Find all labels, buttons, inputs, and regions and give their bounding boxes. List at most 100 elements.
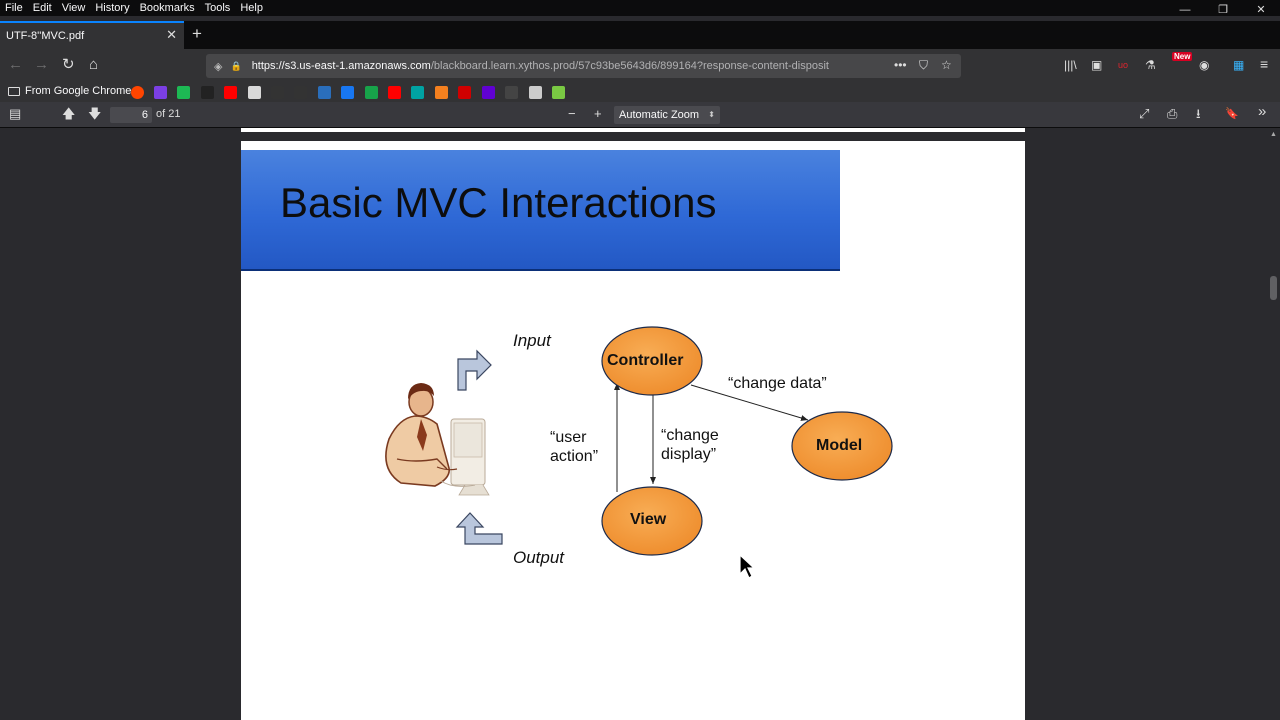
nav-bar: ← → ↻ ⌂ ◈ 🔒 https://s3.us-east-1.amazona… [0,49,1280,83]
page-count: of 21 [156,108,181,120]
tools-menu-icon[interactable]: » [1258,103,1267,120]
extension-grid-icon[interactable]: ▦ [1233,58,1245,72]
minimize-button[interactable]: — [1179,4,1191,16]
next-page-icon[interactable]: 🡇 [88,106,102,121]
news-icon[interactable] [458,86,471,99]
zoom-out-button[interactable]: − [568,106,576,121]
reload-button[interactable]: ↻ [62,56,75,73]
menu-file[interactable]: File [5,2,23,14]
hamburger-menu-icon[interactable]: ≡ [1260,56,1269,72]
url-bar[interactable]: ◈ 🔒 https://s3.us-east-1.amazonaws.com/b… [206,54,961,78]
play-icon[interactable] [365,86,378,99]
view-node [601,486,703,556]
url-host: https://s3.us-east-1.amazonaws.com [251,60,431,72]
chart-icon[interactable] [505,86,518,99]
bookmark-star-icon[interactable]: ☆ [941,58,952,72]
back-button[interactable]: ← [8,56,23,73]
yahoo-icon[interactable] [482,86,495,99]
input-label: Input [513,331,551,350]
menu-bar: File Edit View History Bookmarks Tools H… [0,0,1280,16]
bookmark-folder-label: From Google Chrome [25,85,132,97]
print-icon[interactable]: ⎙ [1167,106,1178,121]
bookmark-icon[interactable] [271,86,284,99]
change-data-label: “change data” [728,375,827,392]
home-button[interactable]: ⌂ [89,56,99,73]
menu-bookmarks[interactable]: Bookmarks [139,2,195,14]
user-action-label-line2: action” [550,448,599,465]
account-icon[interactable]: ◉ [1199,58,1210,72]
globe-icon[interactable] [318,86,331,99]
pocket-icon[interactable]: ⛉ [919,58,929,72]
menu-edit[interactable]: Edit [32,2,52,14]
window-controls: — ❐ ✕ [1166,0,1280,22]
new-badge[interactable]: New [1172,52,1193,61]
select-arrow-icon: ⬍ [708,110,715,119]
extension-icon[interactable]: ⚗ [1145,58,1156,72]
scroll-up-icon[interactable]: ▲ [1270,131,1277,138]
youtube-icon[interactable] [388,86,401,99]
bookmarks-toolbar: From Google Chrome [0,83,1280,102]
url-path: /blackboard.learn.xythos.prod/57c93be564… [430,60,829,72]
forward-button[interactable]: → [34,56,49,73]
youtube-icon[interactable] [224,86,237,99]
toggle-sidebar-icon[interactable]: ▤ [9,106,22,121]
view-label: View [630,511,667,528]
page-number-input[interactable]: 6 [110,107,152,123]
url-text[interactable]: https://s3.us-east-1.amazonaws.com/black… [252,60,852,72]
model-label: Model [816,437,863,454]
page-actions-icon[interactable]: ••• [894,58,907,72]
scroll-thumb[interactable] [1270,276,1277,300]
slide-title: Basic MVC Interactions [280,179,717,226]
firefox-icon[interactable] [435,86,448,99]
change-display-label-line2: display” [661,446,717,463]
output-label: Output [513,548,565,567]
zoom-in-button[interactable]: + [594,106,602,121]
model-node [791,411,893,481]
tumblr-icon[interactable] [411,86,424,99]
pdf-viewer[interactable]: Basic MVC Interactions [0,128,1280,720]
printer-icon[interactable] [529,86,542,99]
mvc-diagram [385,326,893,556]
pdf-toolbar: ▤ 🡅 🡇 6 of 21 − + Automatic Zoom ⬍ ⤢ ⎙ ⭳… [0,102,1280,128]
menu-help[interactable]: Help [240,2,263,14]
lock-icon[interactable]: 🔒 [230,60,242,71]
bookmark-folder-from-google-chrome[interactable]: From Google Chrome [8,85,131,97]
title-band [241,150,840,271]
vertical-scrollbar[interactable]: ▲ [1267,128,1280,720]
close-window-button[interactable]: ✕ [1256,4,1266,16]
input-arrow-icon [457,349,492,391]
sheets-icon[interactable] [177,86,190,99]
menu-tools[interactable]: Tools [204,2,231,14]
blackboard-icon[interactable] [201,86,214,99]
new-tab-button[interactable]: + [192,24,202,43]
previous-page-edge [241,128,1025,132]
tracking-shield-icon[interactable]: ◈ [214,60,223,73]
tab-mvc-pdf[interactable]: UTF-8''MVC.pdf ✕ [0,21,184,49]
change-display-label-line1: “change [661,427,719,444]
menu-history[interactable]: History [95,2,130,14]
page-icon[interactable] [248,86,261,99]
facebook-icon[interactable] [341,86,354,99]
bookmark-icon[interactable] [294,86,307,99]
reddit-icon[interactable] [131,86,144,99]
pdf-page: Basic MVC Interactions [241,141,1025,720]
menu-view[interactable]: View [61,2,86,14]
close-tab-icon[interactable]: ✕ [166,27,177,42]
folder-icon [8,86,20,96]
controller-label: Controller [607,352,684,369]
library-icon[interactable]: |||\ [1064,58,1077,72]
duo-icon[interactable] [552,86,565,99]
download-icon[interactable]: ⭳ [1196,106,1201,121]
zoom-select-value: Automatic Zoom [619,109,700,121]
document-bookmark-icon[interactable]: 🔖 [1225,108,1239,120]
presentation-mode-icon[interactable]: ⤢ [1139,106,1150,121]
sidebar-icon[interactable]: ▣ [1091,58,1103,72]
zoom-select[interactable]: Automatic Zoom ⬍ [614,106,720,124]
person-at-computer-icon [385,383,490,496]
previous-page-icon[interactable]: 🡅 [62,106,76,121]
tab-title: UTF-8''MVC.pdf [6,30,85,42]
controller-node [601,326,703,396]
restore-button[interactable]: ❐ [1218,4,1228,16]
ublock-icon[interactable]: uo [1118,60,1129,70]
twitch-icon[interactable] [154,86,167,99]
